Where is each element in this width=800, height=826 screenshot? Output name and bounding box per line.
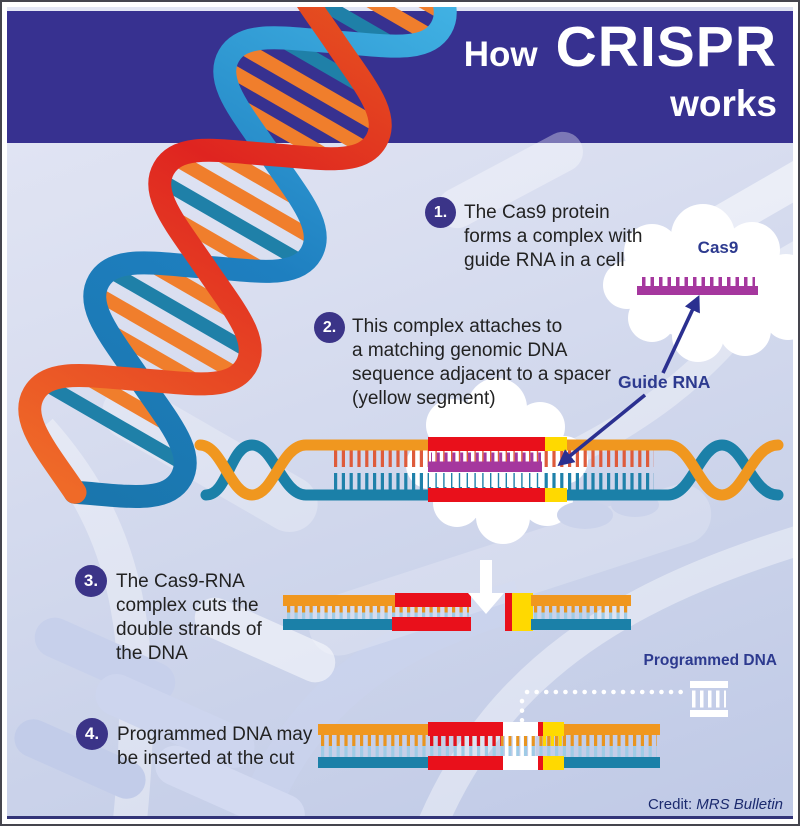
programmed-dna-icon — [690, 681, 728, 717]
step-3-badge: 3. — [75, 565, 107, 597]
spacer-segment-bottom — [545, 488, 567, 502]
guide-rna-bar — [637, 286, 758, 295]
title-works: works — [670, 83, 777, 124]
step-2-badge: 2. — [314, 312, 345, 343]
cas9-complex-cloud — [603, 204, 793, 362]
title-crispr: CRISPR — [555, 15, 777, 79]
credit-source: MRS Bulletin — [696, 796, 783, 813]
illustration-layer — [14, 7, 793, 816]
step-4-text: Programmed DNA may be inserted at the cu… — [117, 724, 313, 769]
step-1-text: The Cas9 protein forms a complex with gu… — [464, 202, 643, 271]
guide-rna-arrow-up — [661, 294, 700, 374]
step-1-badge: 1. — [425, 197, 456, 228]
genomic-dna-strand — [194, 437, 784, 502]
cas9-label: Cas9 — [697, 238, 739, 257]
programmed-dna-label: Programmed DNA — [643, 652, 778, 669]
dna-helix-illustration — [18, 7, 457, 508]
guide-rna-label: Guide RNA — [618, 372, 711, 392]
cut-dna-right-fragment — [505, 593, 631, 631]
inserted-dna-bottom — [503, 756, 538, 770]
credit-prefix: Credit: — [647, 796, 697, 813]
target-sequence-bottom — [428, 488, 545, 502]
spacer-segment-top — [545, 437, 567, 451]
step-2-text: This complex attaches to a matching geno… — [352, 316, 611, 409]
credit-line: Credit: MRS Bulletin — [648, 796, 783, 813]
cut-arrow — [468, 560, 504, 614]
title-how: How — [463, 35, 538, 74]
step-4-badge: 4. — [76, 718, 108, 750]
target-sequence-top — [428, 437, 545, 451]
title-banner — [7, 11, 793, 143]
infographic-canvas: How CRISPR works — [7, 7, 793, 819]
guide-rna-on-dna — [428, 461, 542, 472]
guide-rna-arrow-down — [557, 393, 647, 467]
dotted-insert-path — [519, 689, 687, 724]
step-3-text: The Cas9-RNA complex cuts the double str… — [116, 571, 262, 664]
helix-blue-strand — [63, 7, 457, 508]
inserted-dna-top — [503, 722, 538, 736]
helix-red-strand — [18, 7, 412, 504]
repaired-dna-strand — [318, 722, 660, 770]
page-title: How CRISPR works — [463, 15, 777, 124]
cut-dna-left-fragment — [283, 593, 471, 631]
